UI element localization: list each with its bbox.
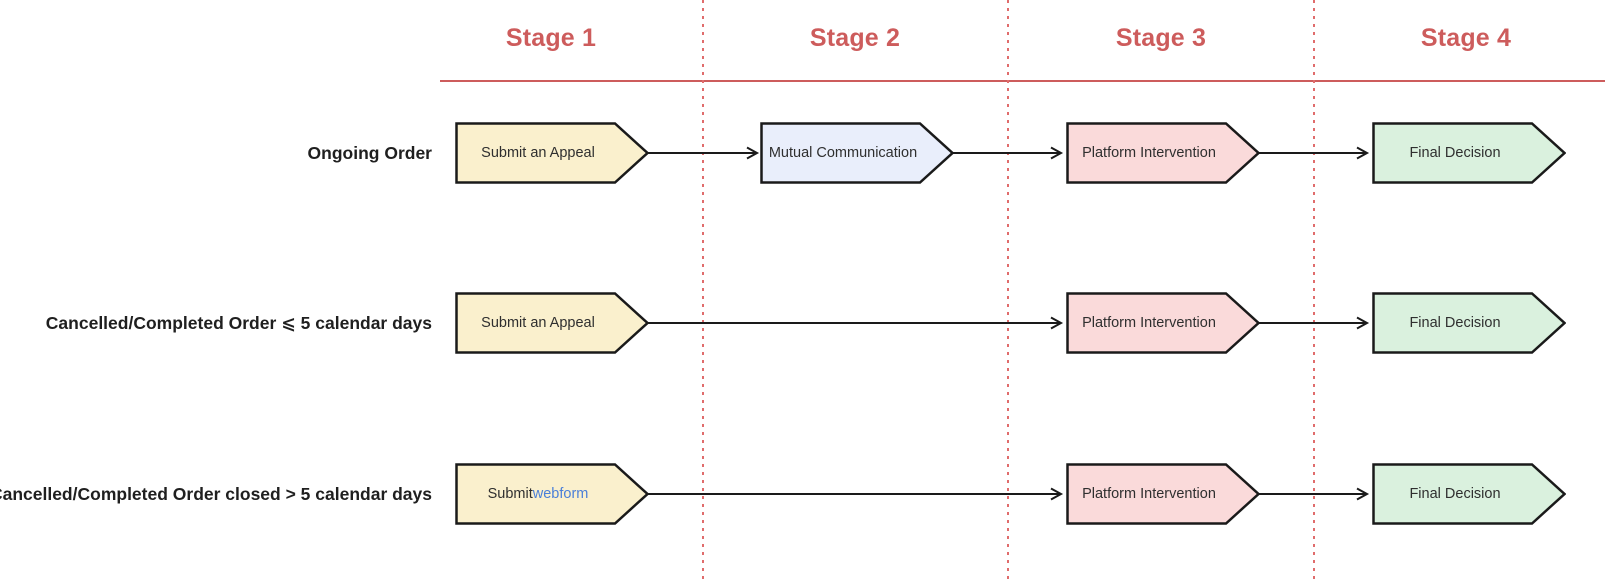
step-shape [455,292,649,354]
step-label: Final Decision [1409,315,1501,331]
stage-boundary-dotted-line-3 [1313,0,1315,583]
step-platform-intervention: Platform Intervention [1066,463,1260,525]
step-label: Platform Intervention [1082,486,1216,502]
row-label-ongoing-order: Ongoing Order [307,143,432,163]
step-label-prefix: Submit [487,486,533,502]
flow-arrow [648,145,760,161]
flow-arrow [1258,145,1370,161]
flow-arrow [1258,315,1370,331]
stage-boundary-dotted-line-1 [702,0,704,583]
step-shape [1372,292,1566,354]
stage-3-header: Stage 3 [1115,24,1207,52]
flow-arrow [648,315,1064,331]
step-shape [1372,122,1566,184]
step-label: Platform Intervention [1082,145,1216,161]
step-final-decision: Final Decision [1372,122,1566,184]
row-label-cancelled-completed-lte-5-days: Cancelled/Completed Order ⩽ 5 calendar d… [45,313,432,333]
step-mutual-communication: Mutual Communication [760,122,954,184]
step-shape [1066,292,1260,354]
flow-arrow [952,145,1064,161]
step-shape [1066,122,1260,184]
step-label: Final Decision [1409,145,1501,161]
step-shape [1372,463,1566,525]
stage-2-header: Stage 2 [809,24,901,52]
step-label: Final Decision [1409,486,1501,502]
step-submit-webform: Submit webform [455,463,649,525]
flow-arrow [648,486,1064,502]
stage-1-header: Stage 1 [505,24,597,52]
row-label-cancelled-completed-gt-5-days: Cancelled/Completed Order closed > 5 cal… [0,484,432,504]
step-shape [455,463,649,525]
flow-arrow [1258,486,1370,502]
step-final-decision: Final Decision [1372,463,1566,525]
step-label: Submit an Appeal [481,315,595,331]
step-label: Submit webform [455,463,621,525]
stage-4-header: Stage 4 [1420,24,1512,52]
step-submit-an-appeal: Submit an Appeal [455,292,649,354]
step-platform-intervention: Platform Intervention [1066,292,1260,354]
stage-boundary-dotted-line-2 [1007,0,1009,583]
step-shape [760,122,954,184]
step-shape [455,122,649,184]
step-submit-an-appeal: Submit an Appeal [455,122,649,184]
step-platform-intervention: Platform Intervention [1066,122,1260,184]
step-label: Submit an Appeal [481,145,595,161]
step-shape [1066,463,1260,525]
step-final-decision: Final Decision [1372,292,1566,354]
step-label: Mutual Communication [768,145,918,161]
stage-header-underline [440,80,1605,82]
webform-link[interactable]: webform [532,486,589,502]
step-label: Platform Intervention [1082,315,1216,331]
